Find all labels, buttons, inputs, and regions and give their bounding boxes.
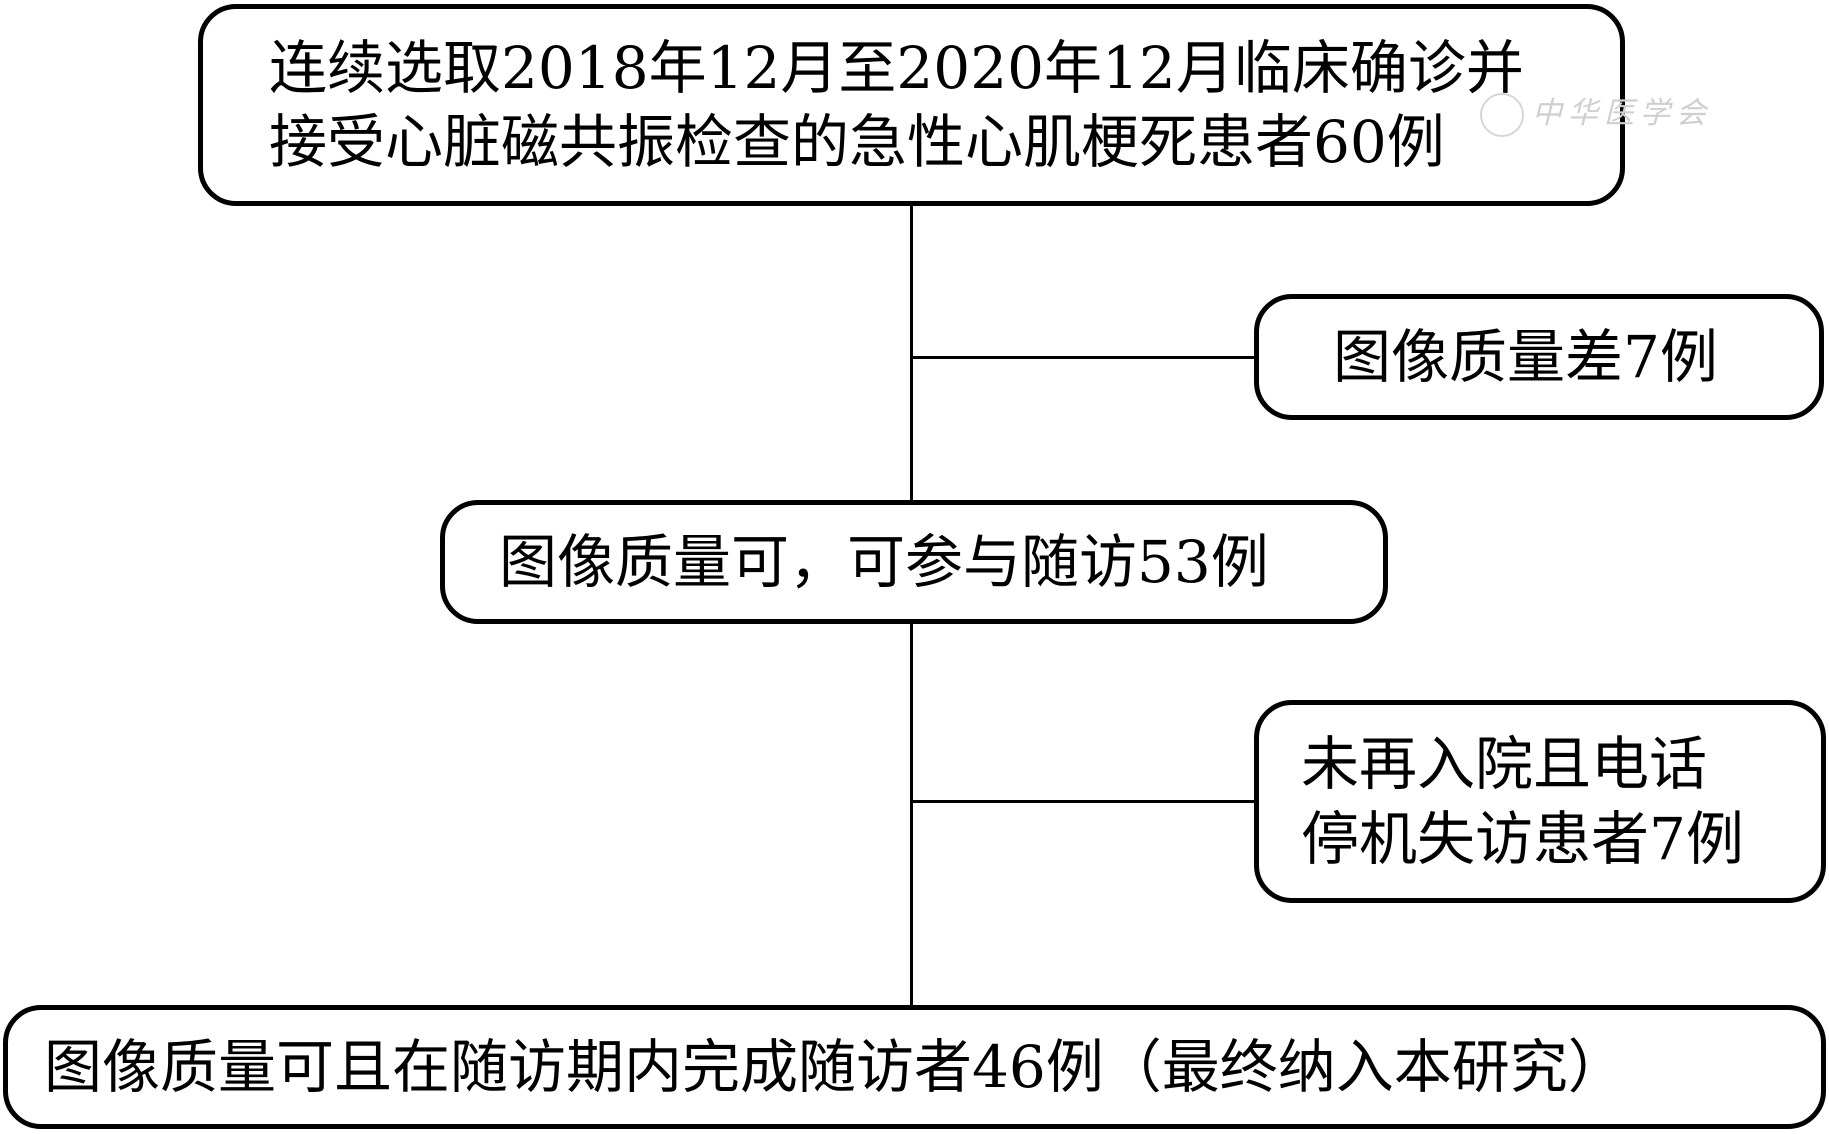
watermark-text: 中华医学会: [1532, 96, 1712, 131]
start-box-line1: 连续选取2018年12月至2020年12月临床确诊并: [269, 33, 1524, 102]
final-box-text: 图像质量可且在随访期内完成随访者46例（最终纳入本研究）: [44, 1032, 1626, 1101]
seal-icon: [1480, 93, 1524, 137]
trunk-line-2: [910, 621, 913, 1007]
middle-box: 图像质量可，可参与随访53例: [440, 500, 1388, 624]
trunk-line-1: [910, 205, 913, 502]
start-box: 连续选取2018年12月至2020年12月临床确诊并 接受心脏磁共振检查的急性心…: [198, 4, 1625, 206]
exclude-box-lost-followup-line2: 停机失访患者7例: [1301, 804, 1744, 873]
watermark: 中华医学会: [1480, 88, 1712, 137]
final-box: 图像质量可且在随访期内完成随访者46例（最终纳入本研究）: [3, 1005, 1826, 1129]
exclude-box-lost-followup: 未再入院且电话 停机失访患者7例: [1254, 700, 1826, 903]
start-box-line2: 接受心脏磁共振检查的急性心肌梗死患者60例: [269, 108, 1445, 176]
middle-box-text: 图像质量可，可参与随访53例: [499, 527, 1269, 596]
exclude-box-poor-image-text: 图像质量差7例: [1333, 322, 1718, 391]
exclude-box-lost-followup-line1: 未再入院且电话: [1301, 730, 1708, 799]
branch-line-1: [912, 356, 1256, 359]
exclude-box-poor-image: 图像质量差7例: [1254, 294, 1824, 420]
branch-line-2: [912, 800, 1256, 803]
